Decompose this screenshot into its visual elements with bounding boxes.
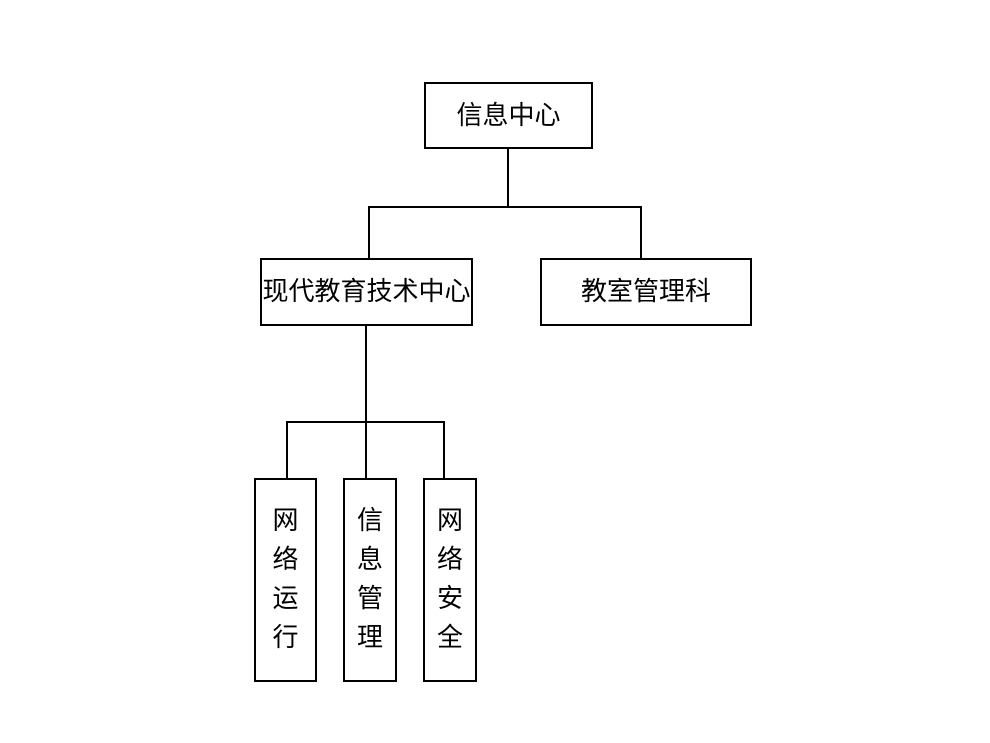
connector-root-down <box>507 147 509 208</box>
node-information-center: 信息中心 <box>424 82 593 149</box>
node-label: 现代教育技术中心 <box>262 277 471 307</box>
connector-level3-right-drop <box>443 421 445 479</box>
connector-level2-bar <box>368 206 642 208</box>
node-label: 信息中心 <box>456 100 561 131</box>
node-label: 网络运行 <box>272 506 299 653</box>
connector-level2-right-drop <box>640 206 642 260</box>
connector-level3-bar <box>286 421 445 423</box>
node-label: 教室管理科 <box>580 277 711 307</box>
node-label: 信息管理 <box>356 506 383 653</box>
node-modern-education-tech-center: 现代教育技术中心 <box>260 258 473 326</box>
connector-level3-left-drop <box>286 421 288 479</box>
node-network-security: 网络安全 <box>423 478 477 682</box>
node-classroom-management: 教室管理科 <box>540 258 752 326</box>
node-information-management: 信息管理 <box>343 478 397 682</box>
connector-center-down <box>365 324 367 479</box>
connector-level2-left-drop <box>368 206 370 260</box>
node-label: 网络安全 <box>436 506 463 653</box>
node-network-operation: 网络运行 <box>254 478 317 682</box>
